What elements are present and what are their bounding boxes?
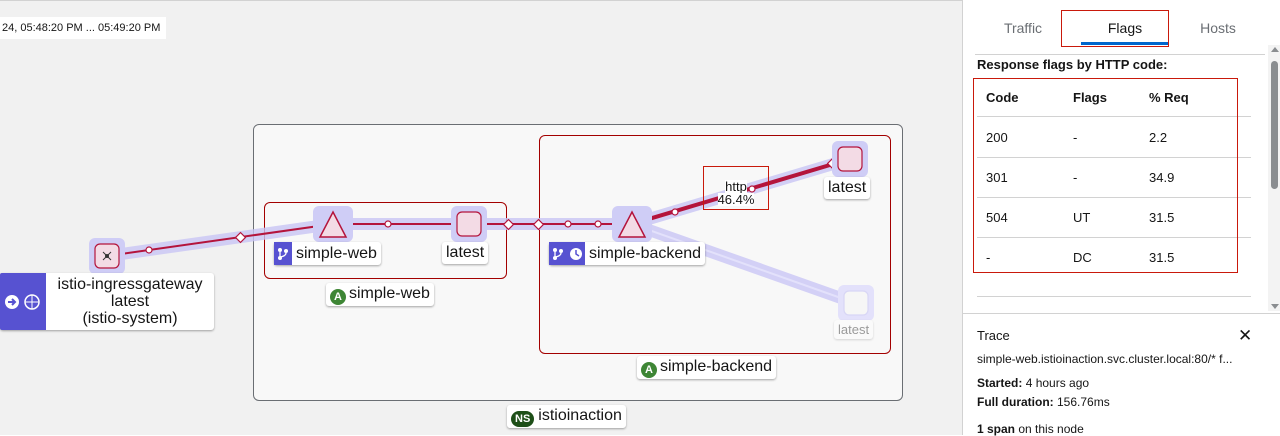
backend-latest-faded-label[interactable]: latest xyxy=(834,320,874,339)
started-label: Started: xyxy=(977,376,1023,390)
scroll-thumb[interactable] xyxy=(1271,61,1278,189)
simple-web-version-label[interactable]: latest xyxy=(442,242,489,264)
gateway-version: latest xyxy=(110,293,150,310)
gateway-badge xyxy=(0,273,46,330)
trace-card: Trace ✕ simple-web.istioinaction.svc.clu… xyxy=(963,313,1280,436)
cell-req: 2.2 xyxy=(1149,130,1168,145)
tab-hosts[interactable]: Hosts xyxy=(1200,20,1236,36)
tab-flags-label: Flags xyxy=(1107,20,1143,36)
spans-count[interactable]: 1 span xyxy=(977,422,1016,436)
cell-code: 301 xyxy=(986,170,1008,185)
table-row: - DC 31.5 xyxy=(977,238,1251,277)
trace-title: Trace xyxy=(977,328,1010,343)
table-header: Code Flags % Req xyxy=(977,78,1251,117)
gateway-node-icon xyxy=(102,251,112,261)
namespace-name: istioinaction xyxy=(538,407,622,424)
col-req: % Req xyxy=(1149,90,1189,105)
table-row: 301 - 34.9 xyxy=(977,158,1251,198)
col-code: Code xyxy=(986,90,1019,105)
cell-code: 504 xyxy=(986,210,1008,225)
edge-percent: 46.4% xyxy=(717,192,755,207)
edge-label-frame[interactable]: http 46.4% xyxy=(703,166,769,210)
namespace-badge: NS xyxy=(511,411,535,427)
started-value: 4 hours ago xyxy=(1025,376,1090,390)
ingress-gateway-icon xyxy=(5,293,40,310)
app-name: simple-backend xyxy=(660,358,773,375)
cell-req: 31.5 xyxy=(1149,210,1175,225)
table-row: 200 - 2.2 xyxy=(977,118,1251,158)
cell-flags: - xyxy=(1073,170,1078,185)
col-flags: Flags xyxy=(1073,90,1107,105)
scroll-down-icon[interactable] xyxy=(1271,304,1279,309)
backend-latest-label[interactable]: latest xyxy=(824,177,871,199)
side-panel: Traffic Flags Hosts Response flags by HT… xyxy=(962,0,1280,436)
virtual-service-icon xyxy=(274,242,292,265)
gateway-node-label[interactable]: istio-ingressgateway latest (istio-syste… xyxy=(0,273,214,330)
edge-protocol: http xyxy=(725,179,747,194)
simple-backend-service-name: simple-backend xyxy=(589,244,702,262)
simple-web-service-name: simple-web xyxy=(296,244,377,262)
graph-edges xyxy=(89,141,874,321)
cell-req: 31.5 xyxy=(1149,250,1175,265)
duration-label: Full duration: xyxy=(977,395,1054,409)
duration-value: 156.76ms xyxy=(1057,395,1110,409)
gateway-namespace: (istio-system) xyxy=(82,310,178,327)
gateway-name: istio-ingressgateway xyxy=(57,276,203,293)
panel-scrollbar[interactable] xyxy=(1268,45,1280,311)
app-badge: A xyxy=(641,362,657,378)
app-name: simple-web xyxy=(349,285,430,302)
simple-web-service-label[interactable]: simple-web xyxy=(274,242,381,265)
tab-highlight-frame xyxy=(1061,10,1169,47)
app-box-simple-web[interactable] xyxy=(264,202,507,279)
virtual-service-timeout-icon xyxy=(549,242,585,265)
cell-flags: DC xyxy=(1073,250,1092,265)
scroll-up-icon[interactable] xyxy=(1271,47,1279,52)
tab-flags[interactable]: Flags xyxy=(1071,8,1179,53)
table-row: 504 UT 31.5 xyxy=(977,198,1251,238)
table-highlight-frame xyxy=(973,78,1238,273)
spans-suffix: on this node xyxy=(1018,422,1084,436)
close-icon[interactable]: ✕ xyxy=(1238,326,1253,345)
traffic-graph[interactable]: 24, 05:48:20 PM ... 05:49:20 PM xyxy=(0,0,962,435)
trace-path[interactable]: simple-web.istioinaction.svc.cluster.loc… xyxy=(977,352,1233,366)
cell-flags: UT xyxy=(1073,210,1091,225)
trace-spans: 1 span on this node xyxy=(977,422,1084,436)
cell-code: 200 xyxy=(986,130,1008,145)
trace-started: Started: 4 hours ago xyxy=(977,376,1089,390)
tab-traffic[interactable]: Traffic xyxy=(1003,20,1043,36)
flags-title: Response flags by HTTP code: xyxy=(977,57,1168,72)
cell-code: - xyxy=(986,250,991,265)
app-badge: A xyxy=(330,289,346,305)
cell-req: 34.9 xyxy=(1149,170,1175,185)
divider xyxy=(977,296,1251,297)
cell-flags: - xyxy=(1073,130,1078,145)
simple-backend-service-label[interactable]: simple-backend xyxy=(549,242,706,265)
active-tab-indicator xyxy=(1081,42,1169,45)
time-range: 24, 05:48:20 PM ... 05:49:20 PM xyxy=(0,17,167,39)
app-box-simple-backend[interactable] xyxy=(539,135,891,354)
trace-duration: Full duration: 156.76ms xyxy=(977,395,1110,409)
tab-bar: Traffic Flags Hosts xyxy=(975,8,1265,55)
